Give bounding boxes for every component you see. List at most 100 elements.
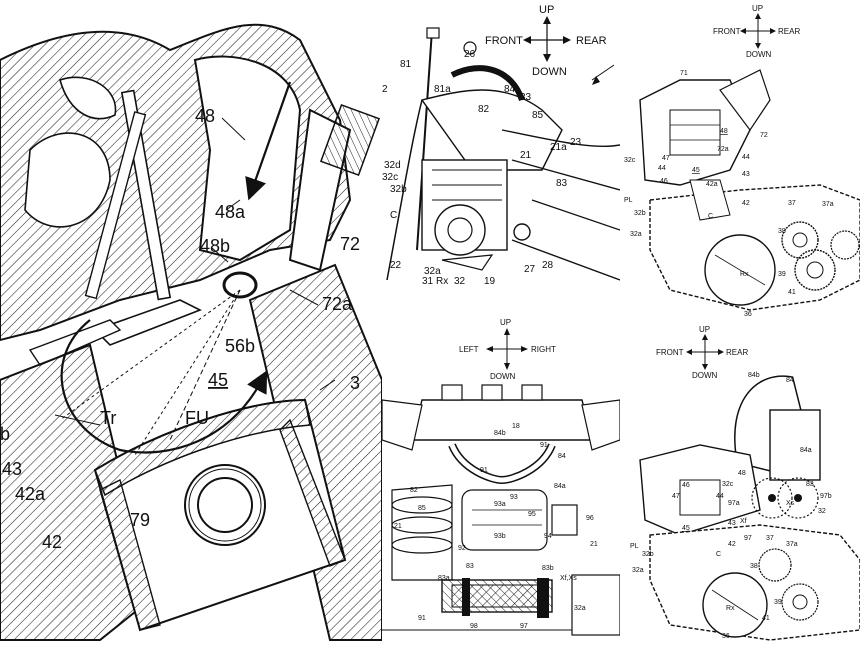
- engine-bottom-label: 43: [728, 520, 736, 527]
- compass: UP DOWN LEFT RIGHT: [459, 318, 556, 381]
- front-label: 85: [418, 505, 426, 512]
- side-label: 84: [504, 84, 516, 95]
- detail-label: 72a: [322, 294, 353, 314]
- engine-bottom-label: 46: [682, 482, 690, 489]
- engine-bottom-label: 38: [750, 563, 758, 570]
- engine-bottom-label: 32c: [722, 481, 734, 488]
- engine-top-drawing: UP DOWN FRONT REAR 71 48: [624, 4, 860, 318]
- compass: UP DOWN FRONT REAR: [713, 4, 800, 59]
- engine-top-label: 44: [658, 165, 666, 172]
- motorcycle-side-view: UP DOWN FRONT REAR: [382, 0, 620, 310]
- side-label: 81: [400, 59, 412, 70]
- engine-bottom-label: 36: [722, 633, 730, 640]
- compass-down: DOWN: [490, 372, 516, 381]
- engine-top-label: 48: [720, 128, 728, 135]
- side-label: 31: [422, 276, 434, 287]
- engine-bottom-drawing: UP DOWN FRONT REAR 8: [630, 325, 860, 641]
- side-label: 33: [520, 92, 532, 103]
- detail-label: 48a: [215, 202, 246, 222]
- compass-right: RIGHT: [531, 345, 556, 354]
- side-label: 21a: [550, 142, 567, 153]
- compass-left: FRONT: [713, 27, 741, 36]
- front-label: 84b: [494, 430, 506, 437]
- engine-bottom-label: 83: [806, 481, 814, 488]
- side-label: 32a: [424, 266, 441, 277]
- engine-bottom-label: Xf: [740, 518, 747, 525]
- engine-top-label: 42: [742, 200, 750, 207]
- engine-bottom-label: 84a: [800, 447, 812, 454]
- side-label: 32b: [390, 184, 407, 195]
- engine-top-label: 38: [778, 228, 786, 235]
- engine-bottom-label: Xs: [786, 500, 795, 507]
- front-label: 93a: [494, 501, 506, 508]
- engine-top-label: 37a: [822, 201, 834, 208]
- front-label: 94: [544, 533, 552, 540]
- engine-bottom-label: C: [716, 551, 721, 558]
- front-label: 83a: [438, 575, 450, 582]
- detail-label: 43: [2, 459, 22, 479]
- side-label: 21: [520, 150, 532, 161]
- compass-left: FRONT: [656, 348, 684, 357]
- compass: UP DOWN FRONT REAR: [656, 325, 748, 380]
- compass-right: REAR: [576, 35, 607, 47]
- side-label: 83: [556, 178, 568, 189]
- engine-bottom-label: 32a: [632, 567, 644, 574]
- detail-label: 72: [340, 234, 360, 254]
- engine-bottom-label-group: 84b 84 84a 48 46 32c 47 44 97a Xs 83 97b…: [630, 372, 832, 640]
- side-label: 23: [570, 137, 582, 148]
- compass-down: DOWN: [532, 66, 567, 78]
- compass-down: DOWN: [692, 371, 718, 380]
- engine-top-label: Rx: [740, 271, 749, 278]
- engine-bottom-label: 37a: [786, 541, 798, 548]
- detail-label: 79: [130, 510, 150, 530]
- engine-bottom-label: 97: [744, 535, 752, 542]
- front-label: Xf,Xs: [560, 575, 577, 582]
- compass-right: REAR: [726, 348, 748, 357]
- engine-top-label: PL: [624, 197, 633, 204]
- detail-label: b: [0, 424, 10, 444]
- side-label: 32c: [382, 172, 398, 183]
- compass-up: UP: [699, 325, 710, 334]
- front-label: 98: [470, 623, 478, 630]
- engine-bottom-label: 84: [786, 377, 794, 384]
- front-label: 84: [558, 453, 566, 460]
- front-label-group: 18 84b 84 91 84a 82 85 93a 93 91 95 96 2…: [394, 423, 598, 630]
- front-label: 18: [512, 423, 520, 430]
- engine-bottom-label: 97b: [820, 493, 832, 500]
- compass: UP DOWN FRONT REAR: [485, 4, 607, 78]
- detail-label: 48: [195, 106, 215, 126]
- engine-side-view-top: UP DOWN FRONT REAR 71 48: [620, 0, 860, 320]
- side-label: 82: [478, 104, 490, 115]
- engine-bottom-label: 32b: [642, 551, 654, 558]
- front-label: 97: [520, 623, 528, 630]
- front-label: 21: [394, 523, 402, 530]
- engine-top-label: 42a: [706, 181, 718, 188]
- engine-bottom-label: 48: [738, 470, 746, 477]
- side-label: 26: [464, 49, 476, 60]
- front-label: 83b: [542, 565, 554, 572]
- engine-top-label: 72a: [717, 146, 729, 153]
- front-label: 91: [480, 467, 488, 474]
- side-label: 28: [542, 260, 554, 271]
- engine-top-label: 37: [788, 200, 796, 207]
- side-label: 2: [382, 84, 388, 95]
- compass-up: UP: [752, 4, 763, 13]
- front-label: 82: [410, 487, 418, 494]
- detail-drawing: 48 48a 48b 72 72a 56b 45 3 Tr FU 43 42a …: [0, 23, 382, 641]
- front-label: 93: [510, 494, 518, 501]
- engine-bottom-label: 45: [682, 525, 690, 532]
- engine-top-label: C: [708, 213, 713, 220]
- engine-top-label-group: 71 48 72 72a 32c 47 44 45 43 42a 44 46 P…: [624, 70, 834, 318]
- detail-label: 48b: [200, 236, 230, 256]
- front-label: 84a: [554, 483, 566, 490]
- compass-left: FRONT: [485, 35, 523, 47]
- compass-up: UP: [539, 4, 554, 16]
- front-label: 91: [540, 442, 548, 449]
- detail-label: 42a: [15, 484, 46, 504]
- front-label: 21: [590, 541, 598, 548]
- side-label: 32: [454, 276, 466, 287]
- side-label: Rx: [436, 276, 448, 287]
- side-label: 32d: [384, 160, 401, 171]
- engine-bottom-label: 47: [672, 493, 680, 500]
